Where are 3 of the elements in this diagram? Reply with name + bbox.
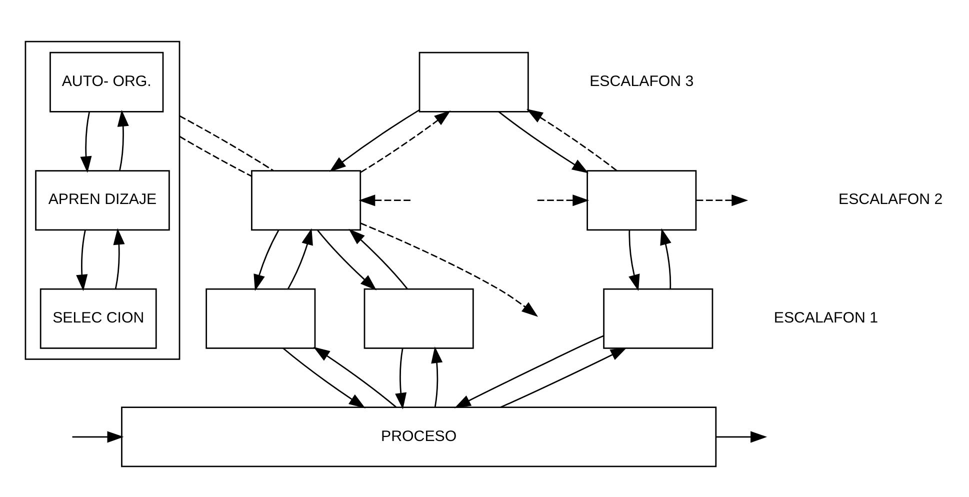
label: ESCALAFON 2 bbox=[838, 191, 943, 208]
label: ESCALAFON 1 bbox=[774, 309, 878, 326]
label: ESCALAFON 3 bbox=[590, 72, 694, 90]
